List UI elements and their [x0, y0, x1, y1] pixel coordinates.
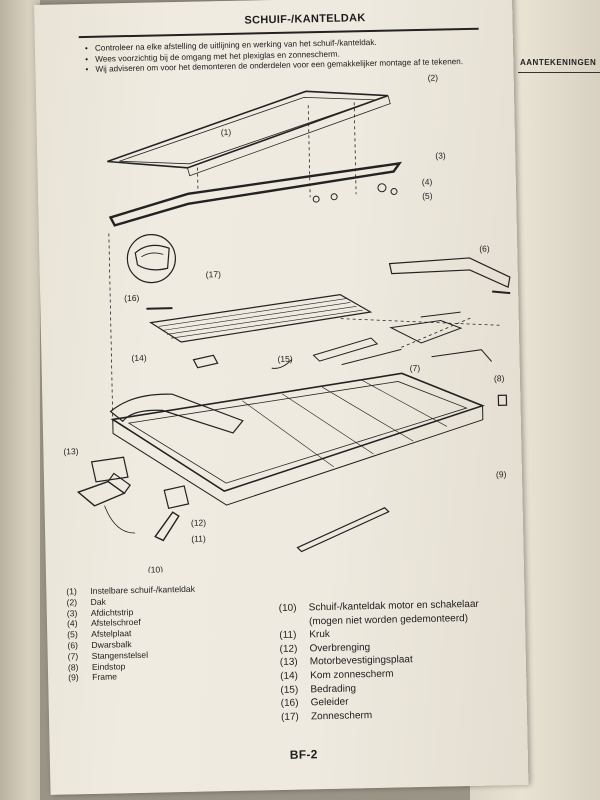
manual-page: SCHUIF-/KANTELDAK •Controleer na elke af…	[34, 0, 529, 795]
page-title: SCHUIF-/KANTELDAK	[244, 12, 366, 27]
wiring-drawing	[271, 359, 292, 369]
page-number: BF-2	[289, 747, 318, 762]
callout-9: (9)	[496, 469, 507, 479]
callout-13: (13)	[63, 446, 78, 456]
callout-17: (17)	[206, 269, 221, 279]
callout-2: (2)	[428, 73, 439, 83]
sunshade-drawing	[149, 294, 373, 343]
callout-7: (7)	[410, 363, 421, 373]
side-tab-rule	[518, 72, 600, 73]
callout-11: (11)	[191, 534, 206, 544]
callout-14: (14)	[131, 353, 146, 363]
legend-right: (10)Schuif-/kanteldak motor en schakelaa…	[279, 597, 522, 724]
link-mechanism-drawing	[312, 311, 492, 366]
motor-plate-drawing	[90, 456, 129, 483]
callout-3: (3)	[435, 150, 446, 160]
callout-4: (4)	[422, 177, 433, 187]
callout-12: (12)	[191, 518, 206, 528]
callout-15: (15)	[277, 354, 292, 364]
seal-detail-inset	[126, 234, 176, 284]
exploded-view-diagram: (1) (2) (3) (4) (5) (6) (7) (8) (9) (10)…	[63, 73, 511, 575]
frame-drawing	[110, 372, 485, 506]
side-tab-label: AANTEKENINGEN	[520, 58, 597, 67]
crank-drawing	[154, 511, 180, 542]
transmission-drawing	[163, 485, 190, 510]
callout-8: (8)	[494, 373, 505, 383]
book-left-edge	[0, 0, 40, 800]
callout-5: (5)	[422, 191, 433, 201]
legend-left: (1)Instelbare schuif-/kanteldak (2)Dak (…	[66, 582, 268, 683]
cross-member-drawing	[388, 257, 511, 289]
callout-6: (6)	[479, 244, 490, 254]
roof-panel-drawing	[107, 90, 391, 177]
callout-16: (16)	[124, 293, 139, 303]
motor-drawing	[76, 472, 136, 534]
callout-1: (1)	[221, 127, 232, 137]
seal-strip-drawing	[108, 161, 403, 227]
sunshade-cup-drawing	[192, 354, 219, 369]
callout-10: (10)	[148, 564, 163, 574]
